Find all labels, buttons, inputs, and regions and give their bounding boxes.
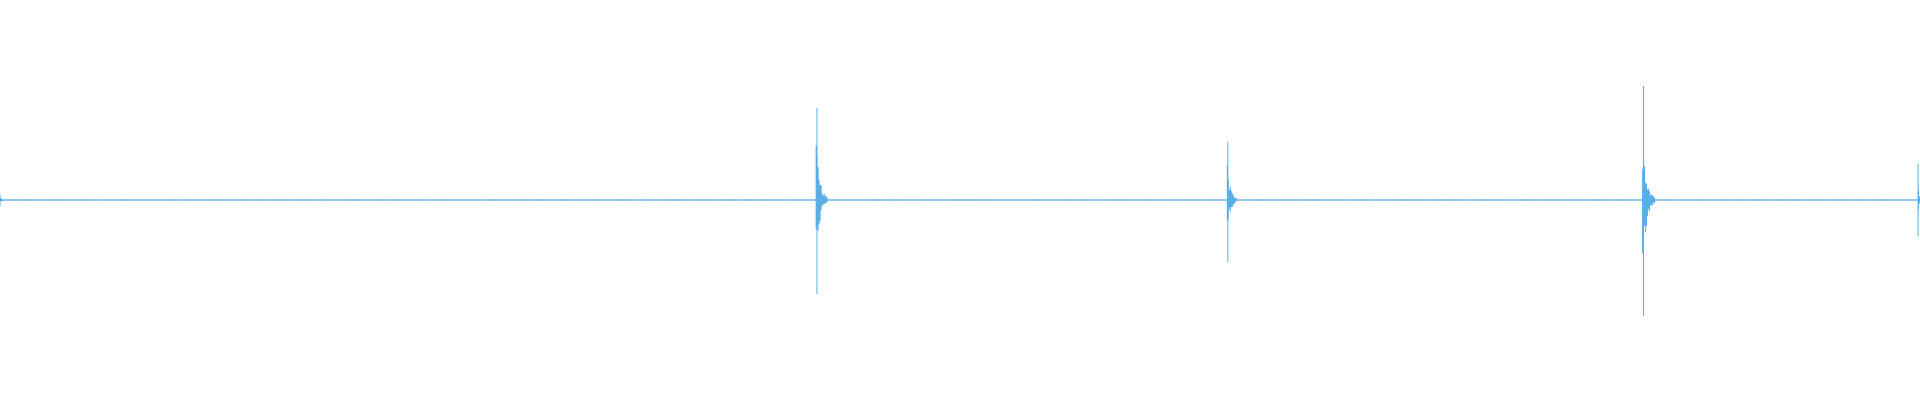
- waveform-transient: [0, 194, 8, 206]
- waveform-transient: [1917, 164, 1920, 236]
- waveform-noise: [0, 198, 1918, 202]
- waveform-layer: [0, 86, 1920, 316]
- waveform-transient: [1642, 86, 1656, 316]
- waveform-transient: [815, 108, 828, 294]
- waveform-transient: [1226, 142, 1237, 262]
